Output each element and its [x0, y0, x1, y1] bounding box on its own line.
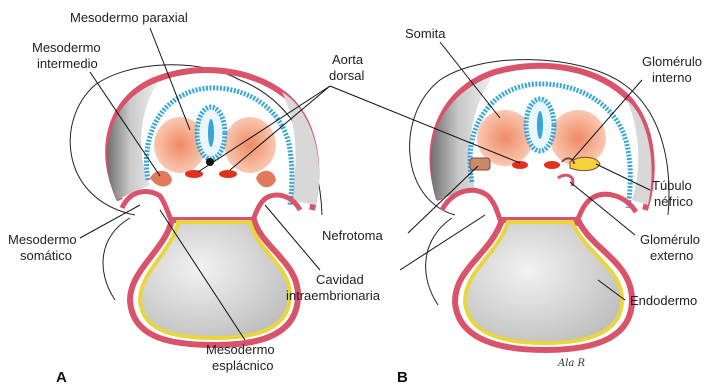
lateral-plate-left-b [442, 190, 502, 225]
label-endodermo: Endodermo [630, 293, 697, 308]
aorta-left-b [512, 161, 528, 169]
neural-canal-b [537, 111, 543, 139]
label-mesodermo-paraxial: Mesodermo paraxial [70, 10, 188, 25]
external-glomerulus-b [558, 175, 573, 186]
label-aorta-dorsal-2: dorsal [329, 68, 365, 83]
label-mesodermo-somatico-1: Mesodermo [8, 232, 77, 247]
label-tubulo-nefrico-2: néfrico [654, 194, 693, 209]
aorta-right-a [219, 170, 237, 178]
label-glomerulo-interno-1: Glomérulo [642, 54, 702, 69]
neural-canal-a [208, 119, 214, 147]
body-outline-a [103, 218, 130, 300]
nephrotome-left-b [470, 158, 490, 170]
label-glomerulo-interno-2: interno [652, 70, 692, 85]
intermediate-mesoderm-right-a [256, 171, 276, 188]
panel-a [70, 65, 322, 345]
label-tubulo-nefrico-1: Túbulo [652, 178, 692, 193]
label-somita: Somita [405, 26, 446, 41]
label-glomerulo-externo-2: externo [650, 248, 693, 263]
aorta-left-a [185, 170, 203, 178]
artist-signature: Ala R [557, 358, 586, 369]
label-mesodermo-somatico-2: somático [20, 248, 72, 263]
panel-letter-a: A [56, 369, 67, 385]
label-cavidad-2: intraembrionaria [286, 288, 381, 303]
label-mesodermo-intermedio-1: Mesodermo [32, 40, 101, 55]
body-outline-b [426, 218, 452, 305]
label-mesodermo-esplacnico-1: Mesodermo [206, 342, 275, 357]
somite-right-b [550, 110, 606, 166]
label-aorta-dorsal-1: Aorta [332, 52, 364, 67]
panel-letter-b: B [397, 369, 408, 385]
label-mesodermo-intermedio-2: intermedio [37, 56, 98, 71]
label-cavidad-1: Cavidad [316, 272, 364, 287]
aorta-right-b [544, 161, 560, 169]
label-nefrotoma: Nefrotoma [322, 228, 383, 243]
label-glomerulo-externo-1: Glomérulo [640, 232, 700, 247]
label-mesodermo-esplacnico-2: esplácnico [212, 358, 273, 373]
paraxial-mesoderm-right-a [224, 117, 276, 173]
intermediate-mesoderm-left-a [150, 171, 172, 187]
lateral-plate-right-b [575, 194, 636, 225]
